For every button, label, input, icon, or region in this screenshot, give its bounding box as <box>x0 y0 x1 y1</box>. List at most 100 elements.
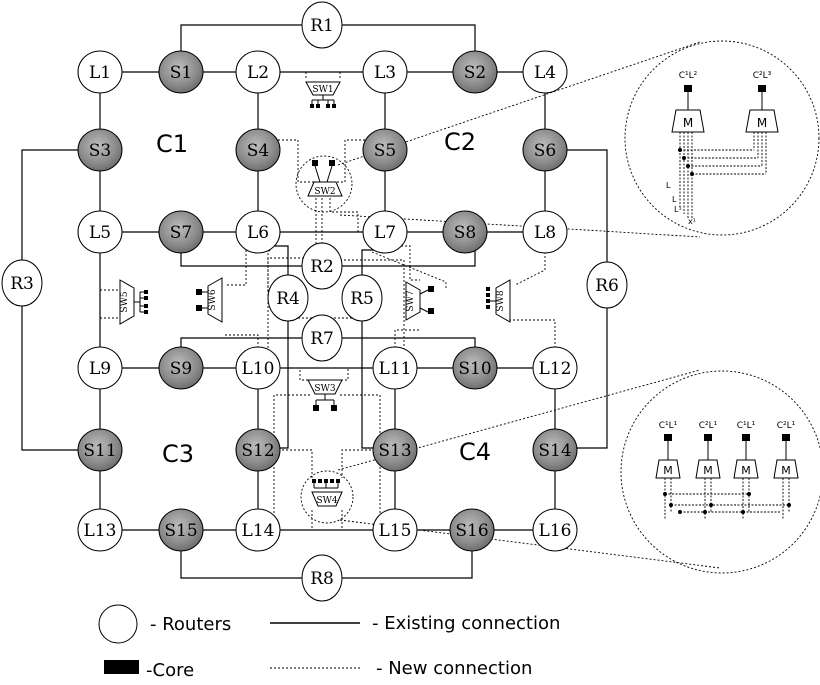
mux-label: M <box>757 116 767 130</box>
router-label: S5 <box>374 141 396 161</box>
router-l16: L16 <box>532 508 578 552</box>
router-l1: L1 <box>77 50 123 94</box>
router-shape <box>77 210 123 254</box>
core-block <box>704 434 712 441</box>
switch-router-shape <box>442 210 488 254</box>
router-shape <box>77 50 123 94</box>
router-label: S16 <box>455 521 488 541</box>
switch-sw4: SW4 <box>311 479 343 507</box>
router-label: R3 <box>10 274 34 294</box>
router-r3: R3 <box>1 259 43 307</box>
multiplexer <box>655 459 681 479</box>
mux-label: M <box>741 464 751 477</box>
legend-routers-label: - Routers <box>150 614 231 635</box>
switch-sw3: SW3 <box>307 379 343 411</box>
mux-label: M <box>663 464 673 477</box>
core-block <box>684 85 692 92</box>
router-shape <box>586 261 628 309</box>
router-label: R1 <box>310 16 334 36</box>
core-block <box>782 434 790 441</box>
router-s7: S7 <box>158 210 204 254</box>
switch-router-shape <box>532 428 578 472</box>
legend: - Routers - Existing connection -Core - … <box>98 604 560 681</box>
switch-label: SW8 <box>496 290 506 311</box>
router-label: L9 <box>89 359 111 379</box>
multiplexer <box>733 459 759 479</box>
router-label: S14 <box>538 441 571 461</box>
router-label: L7 <box>374 223 396 243</box>
router-l7: L7 <box>362 210 408 254</box>
router-label: S11 <box>83 441 116 461</box>
router-s15: S15 <box>158 508 204 552</box>
router-s4: S4 <box>235 128 281 172</box>
switch-sw1: SW1 <box>305 81 341 108</box>
cluster-labels: C1 C2 C3 C4 <box>156 128 491 468</box>
multiplexer <box>773 459 799 479</box>
router-s2: S2 <box>452 50 498 94</box>
cluster-label-c1: C1 <box>156 130 188 158</box>
switch-sw7: SW7 <box>405 281 434 321</box>
mux-label: M <box>683 116 693 130</box>
router-s10: S10 <box>452 346 498 390</box>
core-label: C²L¹ <box>699 421 718 431</box>
router-r2: R2 <box>301 242 343 290</box>
legend-core-symbol <box>104 660 139 674</box>
switch-router-shape <box>158 346 204 390</box>
switch-label: SW1 <box>312 85 333 95</box>
router-label: S3 <box>89 141 111 161</box>
router-label: L15 <box>379 521 412 541</box>
router-l6: L6 <box>235 210 281 254</box>
core-label: C²L¹ <box>777 421 796 431</box>
router-label: R4 <box>276 289 300 309</box>
legend-router-symbol <box>98 604 138 644</box>
switch-router-shape <box>452 50 498 94</box>
router-l8: L8 <box>522 210 568 254</box>
switch-router-shape <box>77 428 123 472</box>
switch-router-shape <box>362 128 408 172</box>
router-label: L2 <box>247 63 269 83</box>
router-label: S10 <box>458 359 491 379</box>
switch-sw5: SW5 <box>119 279 148 325</box>
router-shape <box>77 346 123 390</box>
router-r6: R6 <box>586 261 628 309</box>
router-label: L5 <box>89 223 111 243</box>
router-l15: L15 <box>372 508 418 552</box>
router-l4: L4 <box>522 50 568 94</box>
router-label: R7 <box>310 329 334 349</box>
router-label: S7 <box>170 223 192 243</box>
router-label: R6 <box>595 276 619 296</box>
router-shape <box>77 508 123 552</box>
router-shape <box>372 508 418 552</box>
legend-new-label: - New connection <box>376 658 532 679</box>
router-shape <box>267 274 309 322</box>
core-label: C¹L² <box>679 71 698 81</box>
router-label: R8 <box>310 569 334 589</box>
switch-router-shape <box>158 50 204 94</box>
cluster-label-c2: C2 <box>444 128 476 156</box>
router-label: R2 <box>310 257 334 277</box>
router-s5: S5 <box>362 128 408 172</box>
router-l3: L3 <box>362 50 408 94</box>
switch-router-shape <box>235 428 281 472</box>
router-s9: S9 <box>158 346 204 390</box>
core-block <box>664 434 672 441</box>
router-label: S2 <box>464 63 486 83</box>
mux-label: M <box>703 464 713 477</box>
router-label: L8 <box>534 223 556 243</box>
router-label: L16 <box>539 521 572 541</box>
zoom-detail-top: C¹L² C²L³ M M L L L¹ x¹ <box>666 71 779 226</box>
switch-sw6: SW6 <box>196 277 223 323</box>
router-s16: S16 <box>449 508 495 552</box>
router-l9: L9 <box>77 346 123 390</box>
core-label: C²L³ <box>753 71 772 81</box>
router-l12: L12 <box>532 346 578 390</box>
wire-label: x¹ <box>688 217 696 226</box>
router-shape <box>341 274 383 322</box>
wire-label: L <box>672 195 677 204</box>
switch-router-shape <box>235 128 281 172</box>
core-block <box>742 434 750 441</box>
